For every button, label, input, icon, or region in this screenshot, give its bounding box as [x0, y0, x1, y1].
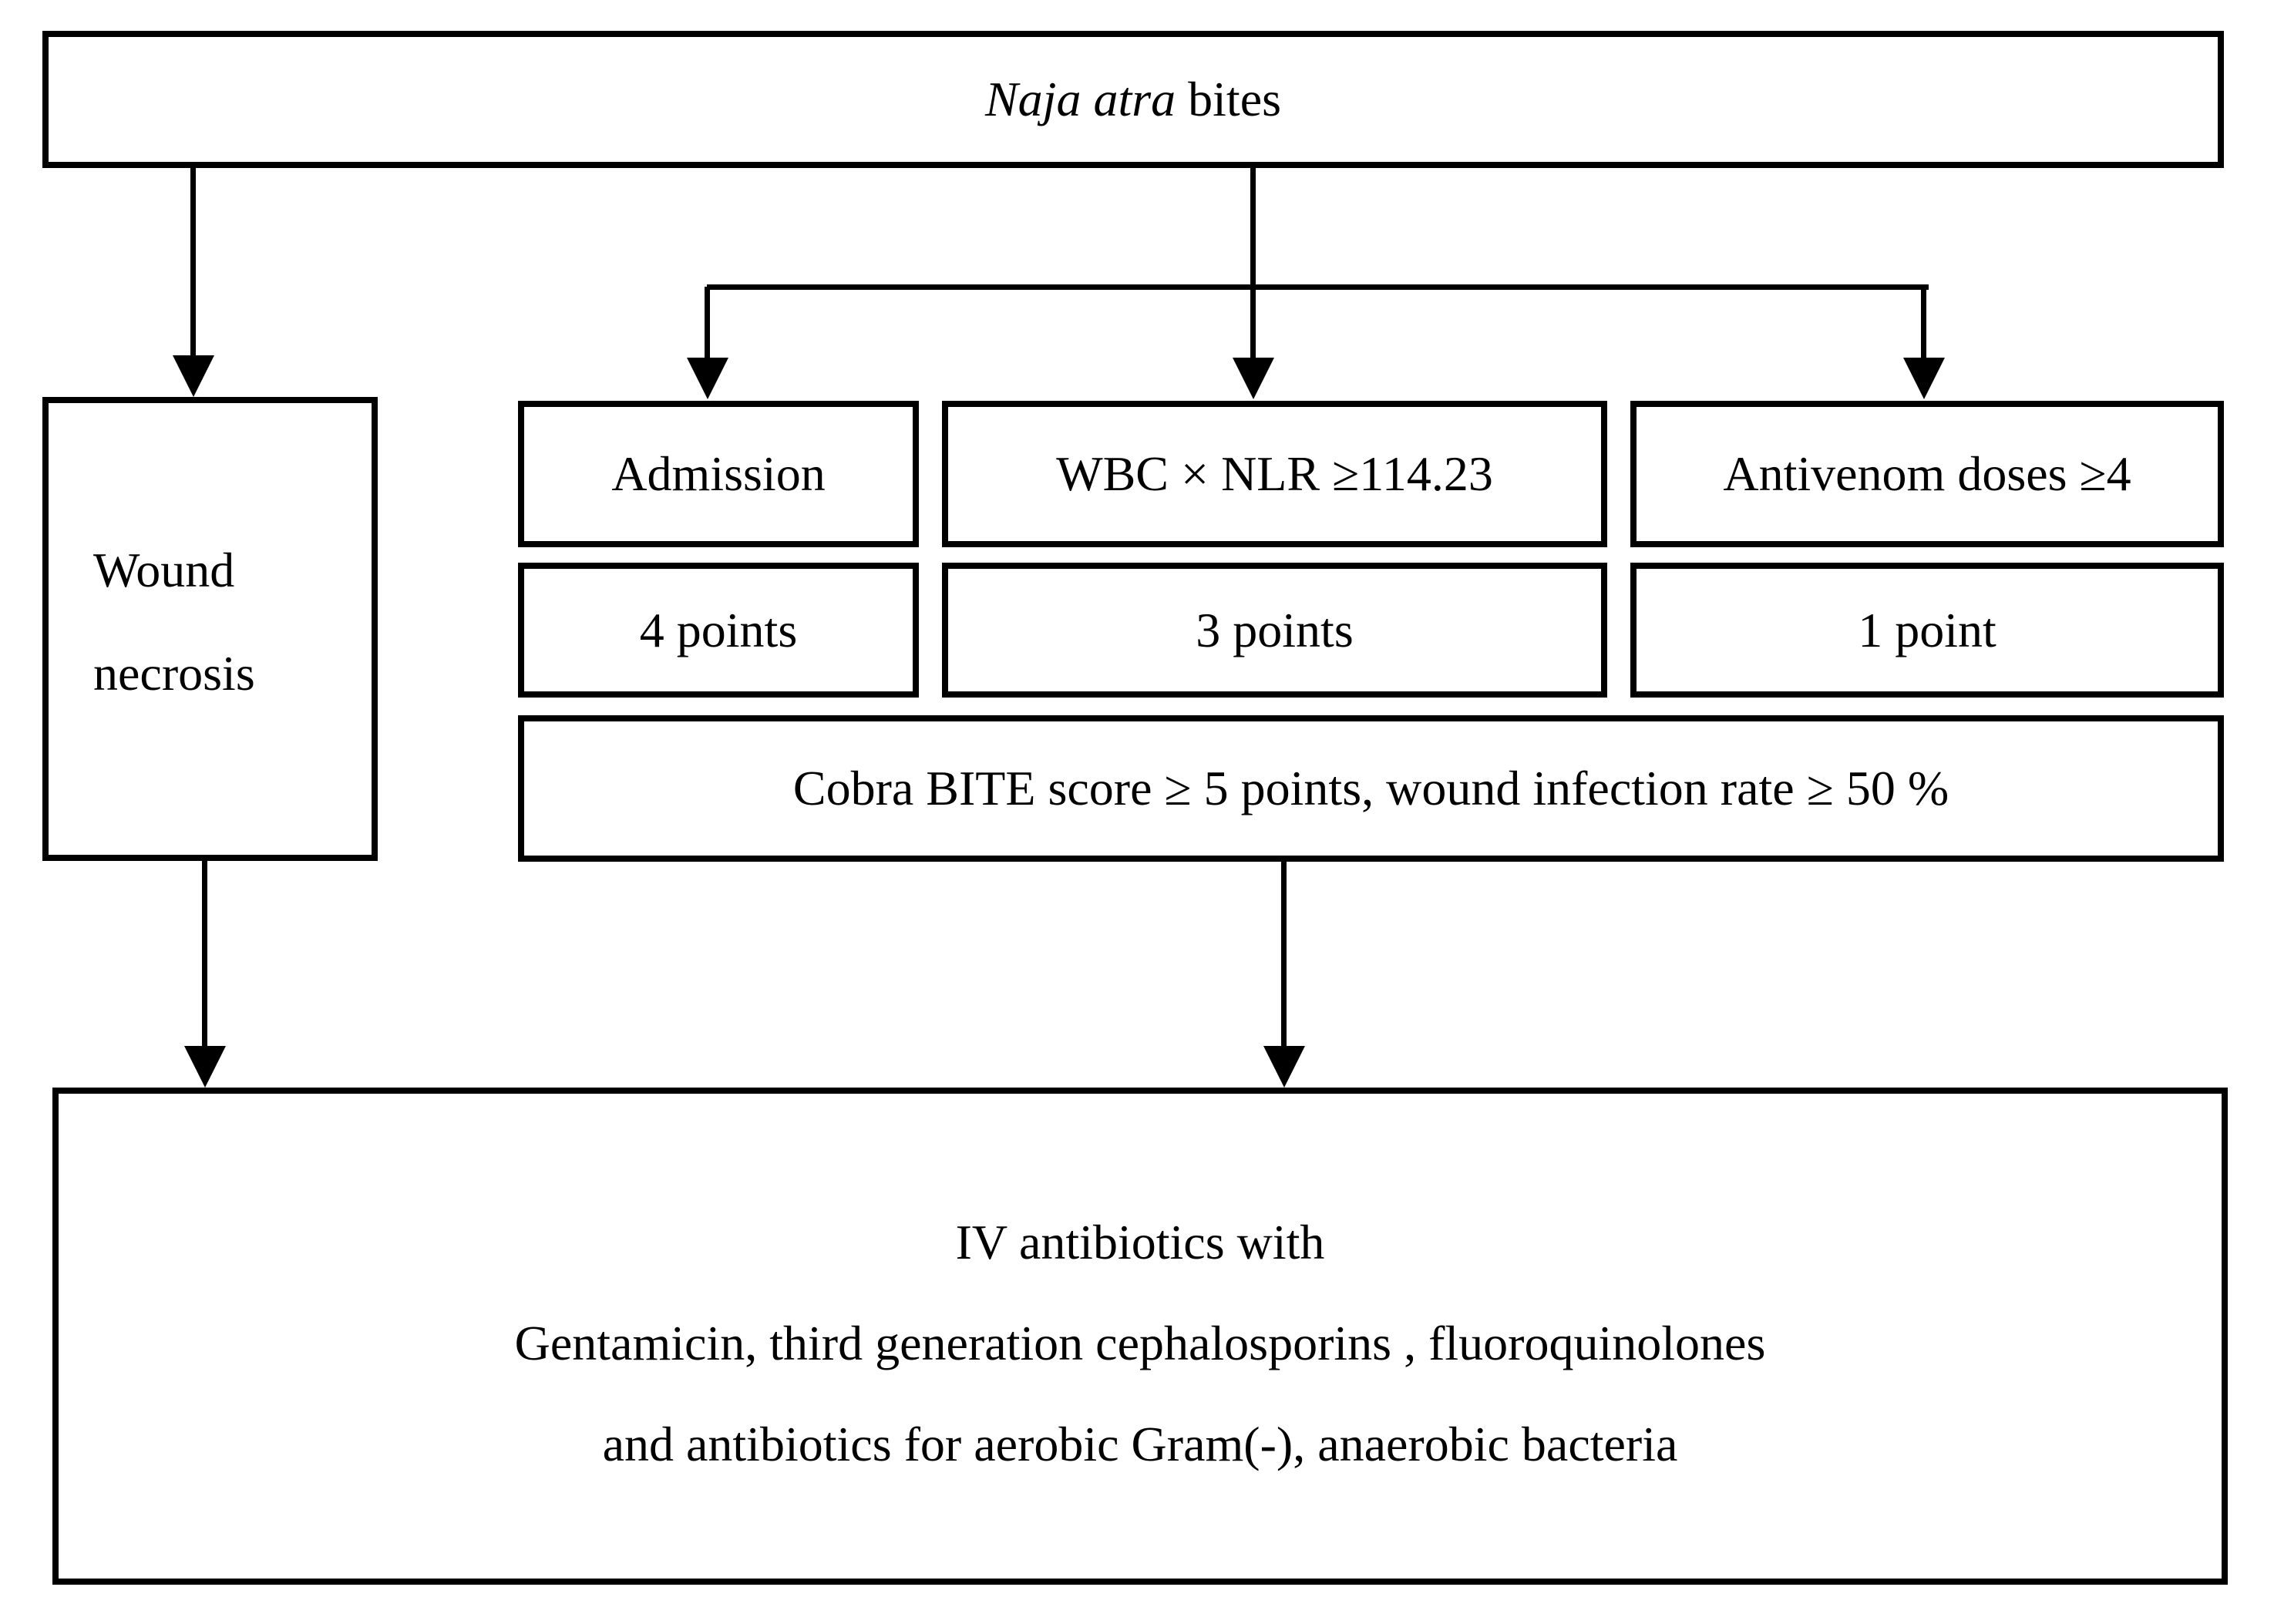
points-3-label: 3 points: [1196, 602, 1354, 657]
treatment-line1: IV antibiotics with: [955, 1214, 1325, 1269]
treatment-box: IV antibiotics with Gentamicin, third ge…: [52, 1088, 2228, 1585]
antivenom-criterion-box: Antivenom doses ≥4: [1630, 401, 2224, 547]
naja-atra-bites-box: Naja atra bites: [42, 31, 2224, 168]
arrow-top-to-wbc-line: [1250, 168, 1256, 361]
antivenom-label: Antivenom doses ≥4: [1723, 446, 2131, 501]
species-suffix: bites: [1176, 72, 1282, 126]
arrow-wound-to-treatment-head: [184, 1046, 226, 1088]
species-name-italic: Naja atra: [984, 72, 1176, 126]
points-1-label: 1 point: [1858, 602, 1996, 657]
treatment-line2: Gentamicin, third generation cephalospor…: [514, 1315, 1766, 1370]
wound-line2: necrosis: [93, 646, 255, 701]
branch-horizontal-line: [707, 284, 1929, 290]
arrow-top-to-wound-head: [173, 355, 214, 397]
wbc-nlr-label: WBC × NLR ≥114.23: [1056, 446, 1493, 501]
admission-criterion-box: Admission: [518, 401, 919, 547]
admission-label: Admission: [611, 446, 826, 501]
wound-necrosis-box: Wound necrosis: [42, 397, 378, 861]
arrow-branch-to-antivenom-head: [1903, 358, 1945, 399]
points-4-label: 4 points: [639, 602, 798, 657]
treatment-line3: and antibiotics for aerobic Gram(-), ana…: [602, 1417, 1678, 1472]
points-4-box: 4 points: [518, 563, 919, 698]
arrow-score-to-treatment-head: [1263, 1046, 1305, 1088]
wound-line1: Wound: [93, 543, 235, 597]
arrow-top-to-wound-line: [190, 168, 196, 359]
wbc-nlr-criterion-box: WBC × NLR ≥114.23: [942, 401, 1607, 547]
arrow-branch-to-antivenom-line: [1921, 287, 1926, 361]
cobra-bite-score-box: Cobra BITE score ≥ 5 points, wound infec…: [518, 715, 2224, 862]
arrow-branch-to-admission-line: [705, 287, 710, 361]
points-3-box: 3 points: [942, 563, 1607, 698]
arrow-branch-to-admission-head: [687, 358, 728, 399]
cobra-bite-score-text: Cobra BITE score ≥ 5 points, wound infec…: [792, 761, 1949, 815]
arrow-score-to-treatment-line: [1281, 862, 1287, 1049]
arrow-wound-to-treatment-line: [202, 861, 207, 1049]
points-1-box: 1 point: [1630, 563, 2224, 698]
arrow-top-to-wbc-head: [1233, 358, 1274, 399]
